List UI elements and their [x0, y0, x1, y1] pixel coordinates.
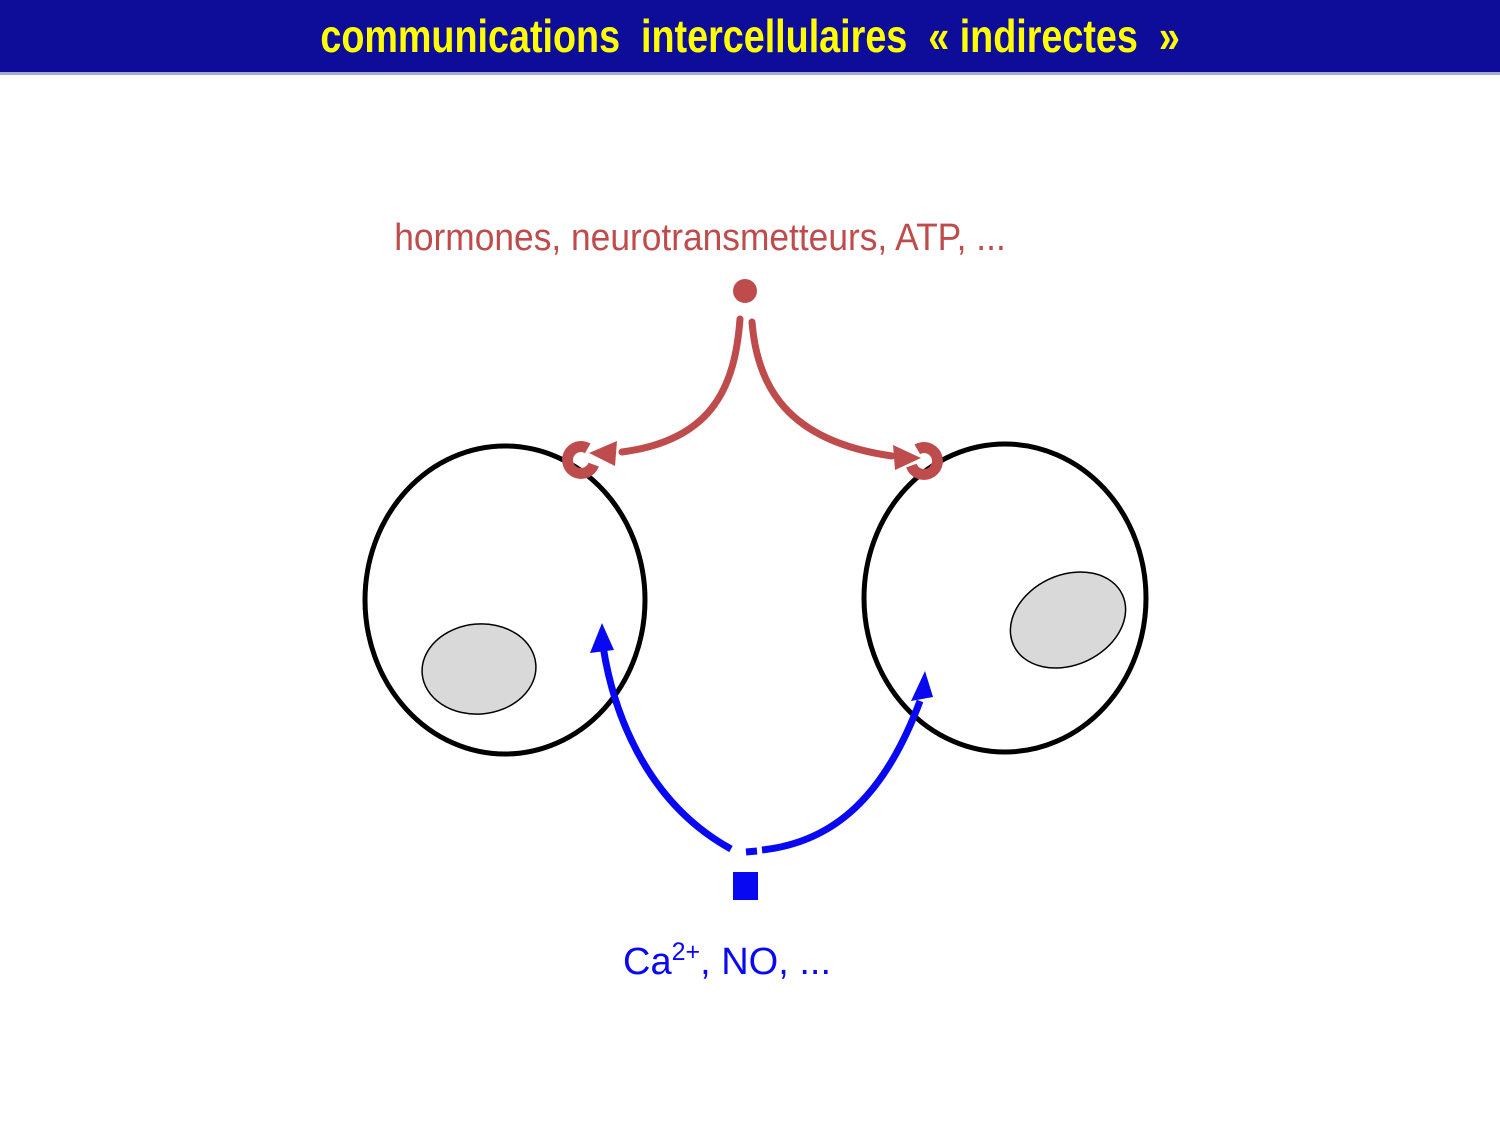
left-cell-nucleus: [421, 623, 537, 715]
right-messenger-arrowhead-icon: [911, 671, 933, 701]
right-cell-nucleus: [1009, 571, 1127, 669]
right-ligand-arrowhead-icon: [893, 445, 921, 470]
right-ligand-arrow-shaft: [748, 318, 896, 460]
left-ligand-arrowhead-icon: [589, 441, 617, 466]
right-messenger-arrow-shaft: [761, 699, 924, 854]
slide-title: communications intercellulaires « indire…: [320, 10, 1180, 62]
messenger-square-icon: [733, 872, 758, 900]
messenger-gap-dash: [745, 847, 758, 856]
right-receptor-icon: [906, 441, 943, 480]
intracellular-messengers-label: Ca2+, NO, ...: [527, 940, 927, 983]
left-messenger-arrowhead-icon: [590, 623, 614, 653]
left-messenger-arrow: [590, 623, 733, 853]
left-messenger-arrow-shaft: [599, 645, 733, 853]
extracellular-messengers-label: hormones, neurotransmetteurs, ATP, ...: [394, 217, 1006, 259]
right-cell-membrane: [861, 441, 1149, 755]
title-banner: communications intercellulaires « indire…: [0, 0, 1500, 75]
left-ligand-arrow: [589, 315, 744, 466]
left-receptor-icon: [562, 440, 599, 479]
ligand-dot-icon: [733, 279, 757, 303]
bottom-label-post: , NO, ...: [700, 941, 831, 983]
bottom-label-superscript: 2+: [671, 938, 701, 966]
right-ligand-arrow: [748, 318, 921, 470]
right-messenger-arrow: [761, 671, 933, 854]
left-ligand-arrow-shaft: [618, 315, 744, 456]
bottom-label-pre: Ca: [623, 941, 672, 983]
